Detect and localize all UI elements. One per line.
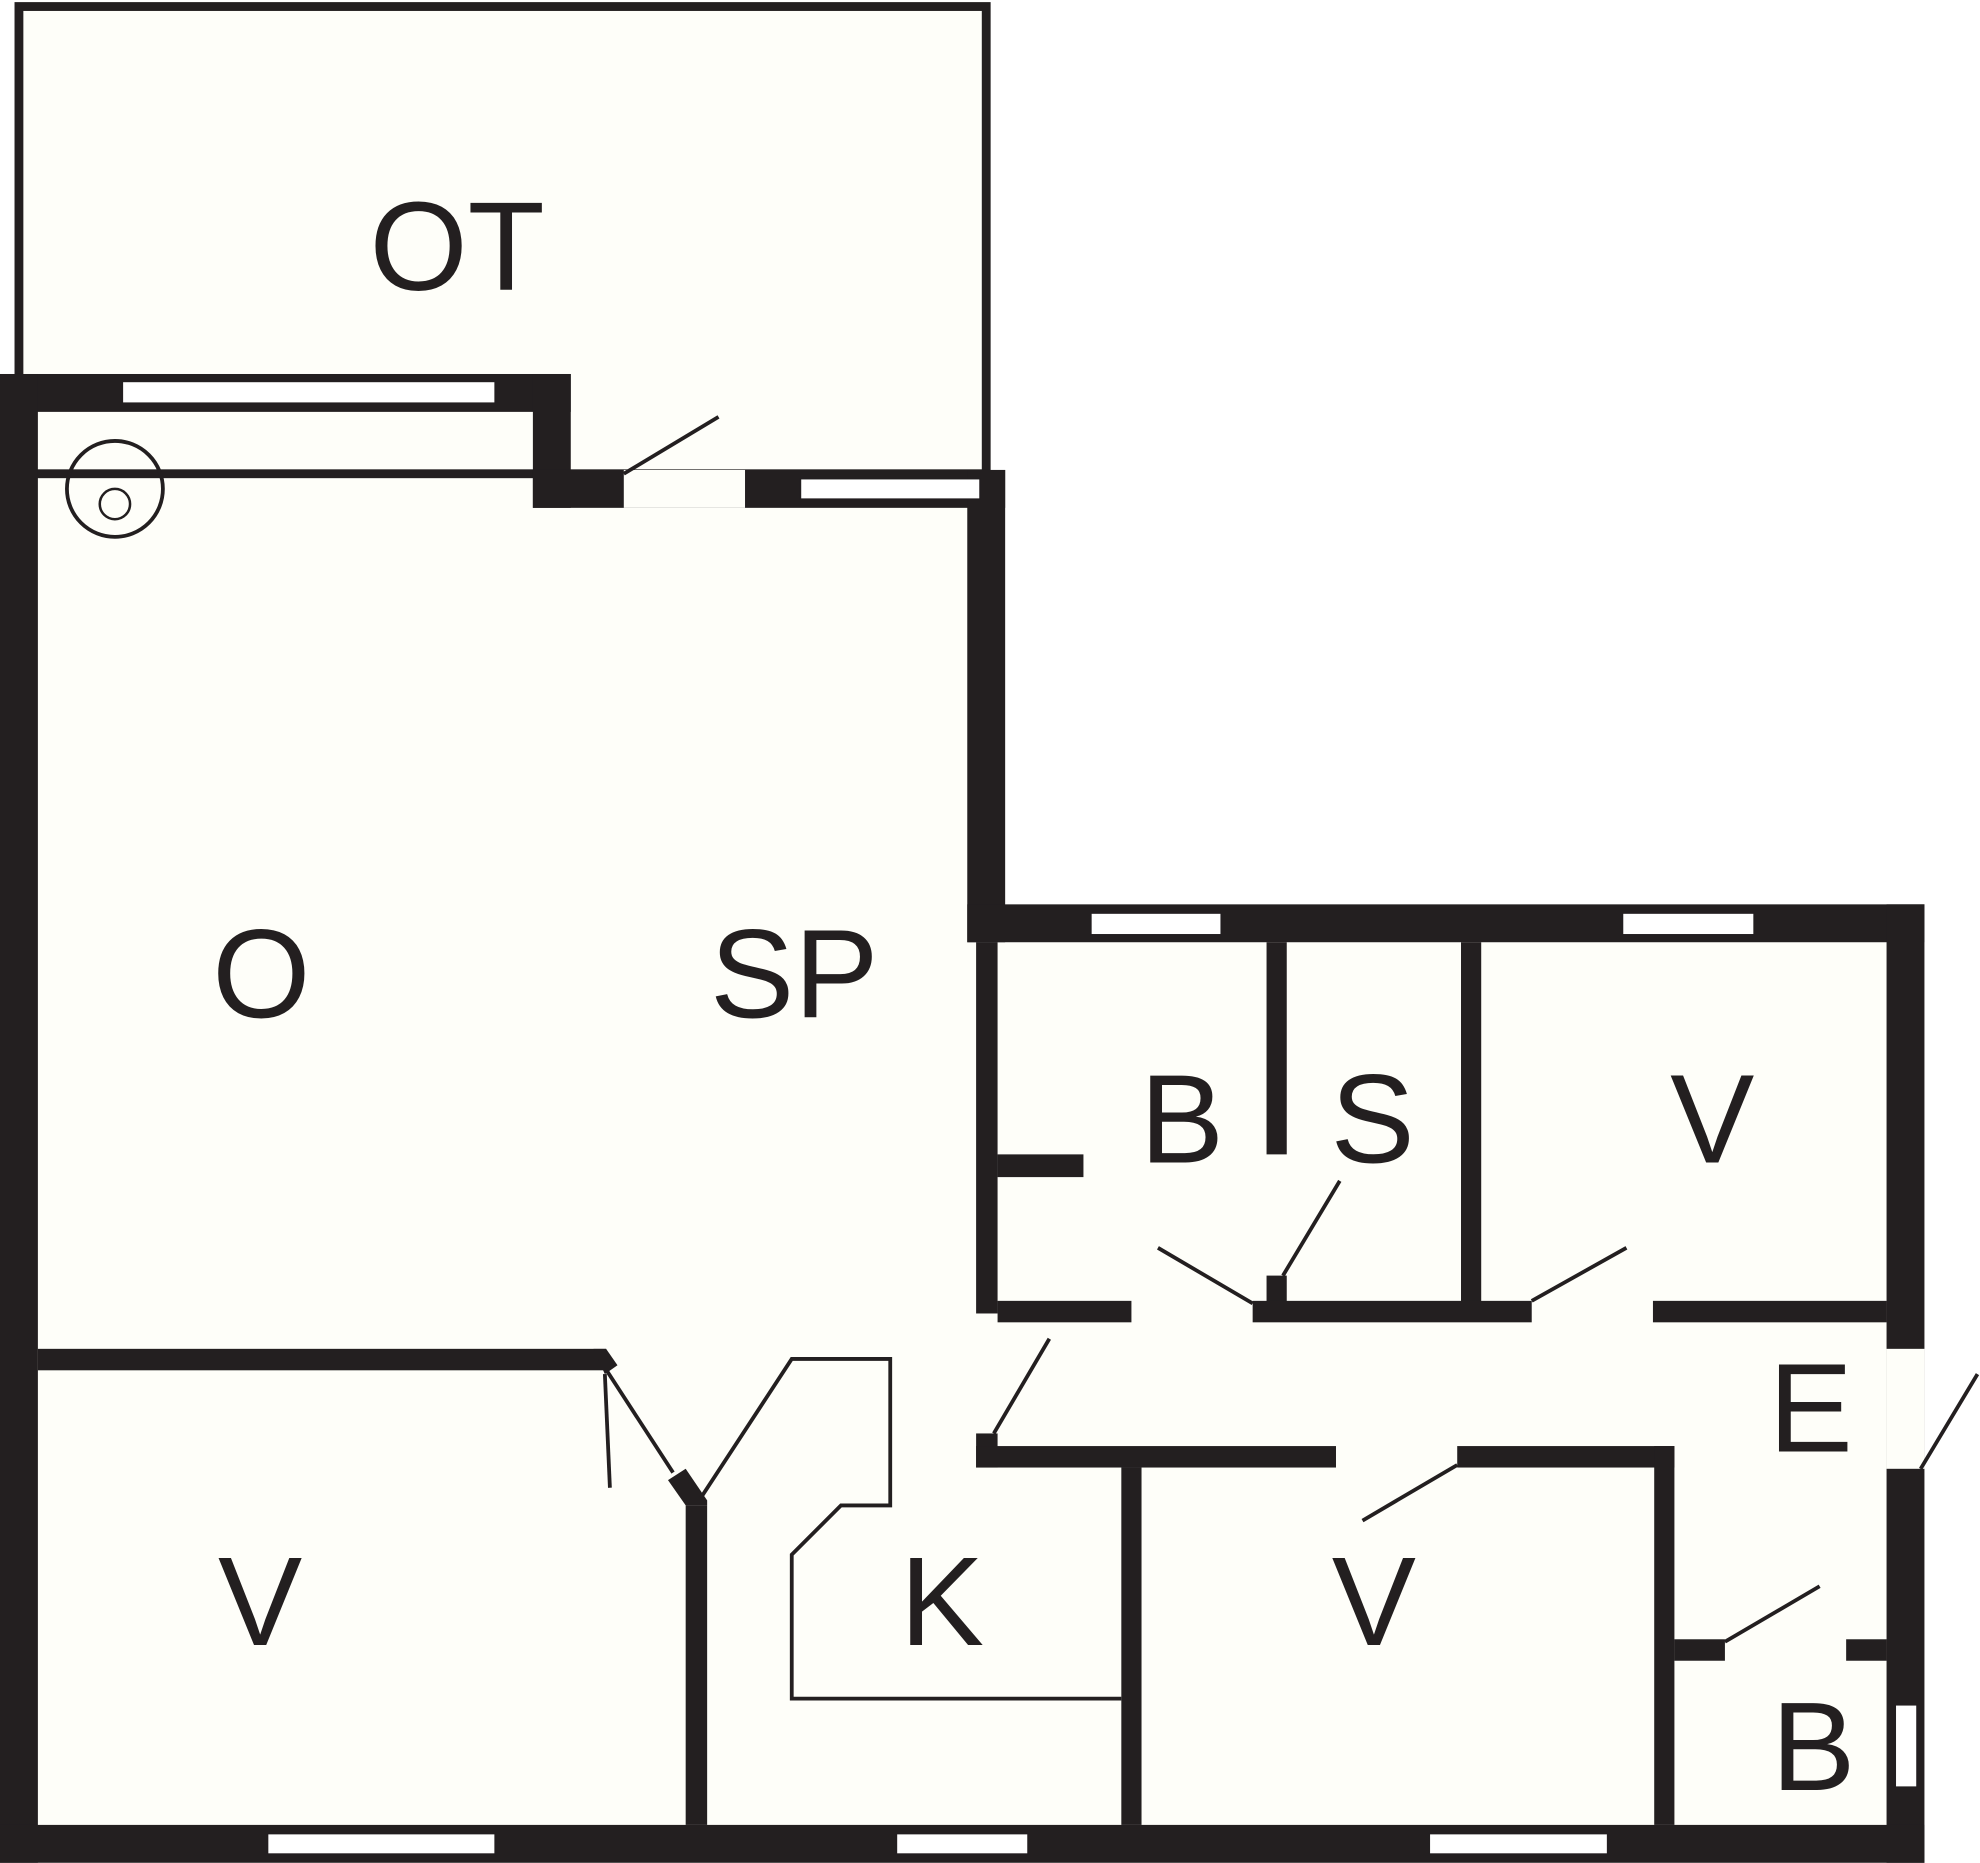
wall xyxy=(1266,1275,1287,1304)
door-swing xyxy=(1156,1246,1254,1306)
wall xyxy=(685,1505,708,1825)
room-label-s: S xyxy=(1331,1049,1415,1190)
room-label-ot: OT xyxy=(369,176,544,317)
wall xyxy=(976,1446,1336,1468)
window xyxy=(121,380,496,404)
room-label-e: E xyxy=(1769,1338,1853,1479)
window xyxy=(799,478,981,500)
window xyxy=(267,1833,496,1855)
room-label-b: B xyxy=(1140,1049,1224,1190)
wall xyxy=(1461,942,1482,1304)
wall xyxy=(667,1468,708,1506)
door-swing xyxy=(1723,1584,1821,1644)
kitchen-counter xyxy=(699,1357,1122,1701)
window xyxy=(1090,912,1222,936)
wall xyxy=(976,942,998,1314)
wall xyxy=(0,373,38,1863)
wall xyxy=(37,1348,607,1371)
window xyxy=(1622,912,1755,936)
door-swing xyxy=(1919,1373,1980,1470)
window xyxy=(895,1833,1029,1855)
wall xyxy=(1457,1446,1675,1468)
wall xyxy=(1846,1639,1887,1661)
stove-icon xyxy=(65,439,165,539)
room-label-v: V xyxy=(1670,1049,1754,1190)
terrace-outline xyxy=(14,2,991,479)
door-swing xyxy=(622,415,720,476)
wall xyxy=(997,1300,1132,1323)
wall xyxy=(1252,1300,1532,1323)
door-swing xyxy=(1530,1246,1628,1303)
room-label-sp: SP xyxy=(710,903,878,1044)
room-label-b: B xyxy=(1771,1676,1855,1817)
room-label-k: K xyxy=(900,1531,984,1672)
stove-inner-icon xyxy=(98,487,132,521)
wall xyxy=(1652,1300,1887,1323)
wall xyxy=(997,1154,1084,1178)
door-swing xyxy=(605,1370,675,1474)
door-swing xyxy=(1361,1463,1459,1523)
door-swing xyxy=(992,1337,1051,1435)
wall xyxy=(1121,1467,1142,1825)
room-label-o: O xyxy=(212,903,310,1044)
wall xyxy=(593,1348,618,1375)
wall xyxy=(1674,1639,1725,1661)
wall xyxy=(1654,1446,1675,1825)
room-label-v: V xyxy=(1332,1531,1416,1672)
door-swing xyxy=(1281,1179,1342,1277)
door-swing xyxy=(602,1374,612,1488)
window xyxy=(1894,1704,1918,1788)
door-opening[interactable] xyxy=(623,469,746,508)
wall xyxy=(967,469,1006,943)
door-opening[interactable] xyxy=(1886,1348,1925,1469)
room-label-v: V xyxy=(218,1531,302,1672)
window xyxy=(1428,1833,1609,1855)
wall xyxy=(1266,942,1287,1155)
